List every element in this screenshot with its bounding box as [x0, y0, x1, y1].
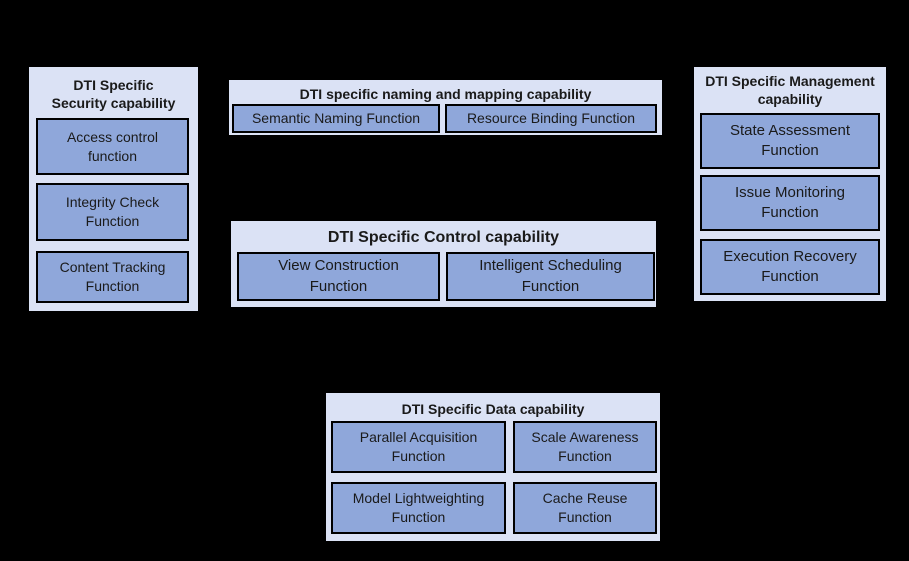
group-naming-mapping-capability: DTI specific naming and mapping capabili… [227, 78, 664, 137]
group-title: DTI Specific Security capability [51, 77, 176, 112]
fn-model-lightweighting: Model Lightweighting Function [331, 482, 506, 534]
fn-semantic-naming: Semantic Naming Function [232, 104, 440, 133]
fn-access-control: Access control function [36, 118, 189, 175]
fn-issue-monitoring: Issue Monitoring Function [700, 175, 880, 231]
fn-integrity-check: Integrity Check Function [36, 183, 189, 241]
fn-parallel-acquisition: Parallel Acquisition Function [331, 421, 506, 473]
fn-view-construction: View Construction Function [237, 252, 440, 301]
group-title: DTI Specific Management capability [705, 73, 875, 108]
fn-state-assessment: State Assessment Function [700, 113, 880, 169]
fn-resource-binding: Resource Binding Function [445, 104, 657, 133]
group-management-capability: DTI Specific Management capability State… [692, 65, 888, 303]
fn-cache-reuse: Cache Reuse Function [513, 482, 657, 534]
group-data-capability: DTI Specific Data capability Parallel Ac… [324, 391, 662, 543]
fn-content-tracking: Content Tracking Function [36, 251, 189, 303]
group-control-capability: DTI Specific Control capability View Con… [229, 219, 658, 309]
group-title: DTI Specific Data capability [401, 401, 585, 417]
fn-execution-recovery: Execution Recovery Function [700, 239, 880, 295]
fn-intelligent-scheduling: Intelligent Scheduling Function [446, 252, 655, 301]
group-security-capability: DTI Specific Security capability Access … [27, 65, 200, 313]
group-title: DTI Specific Control capability [327, 229, 560, 246]
group-title: DTI specific naming and mapping capabili… [299, 86, 592, 102]
fn-scale-awareness: Scale Awareness Function [513, 421, 657, 473]
